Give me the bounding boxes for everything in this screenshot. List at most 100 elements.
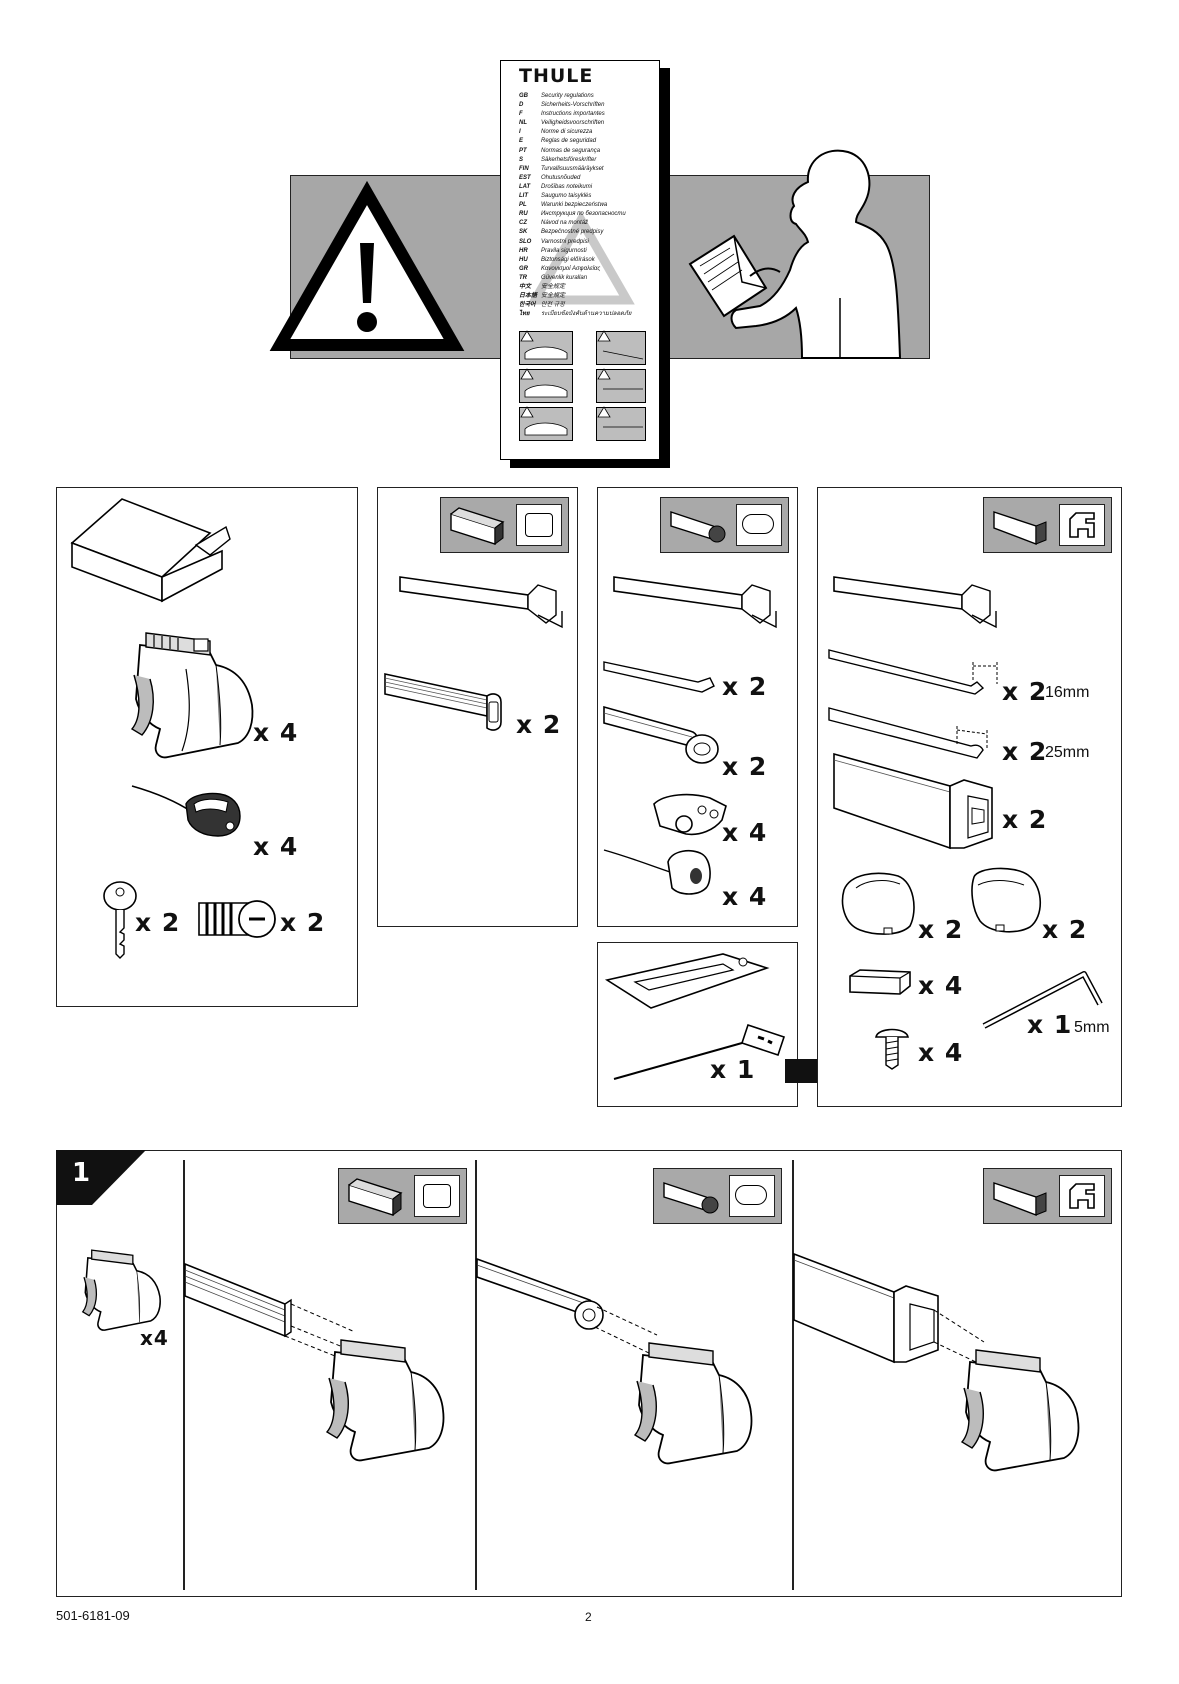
step-slide-bar-profile-icon [993, 1182, 1047, 1217]
manual-illustration-drawings [520, 330, 644, 436]
torque-tool-illustration [613, 1023, 786, 1080]
square-bar-illustration [384, 673, 502, 731]
step-number: 1 [72, 1158, 91, 1188]
step-square-section-icon [423, 1184, 451, 1208]
lock-cylinder-icon [198, 900, 276, 938]
slide-section-icon [1069, 512, 1095, 538]
manual-language-text: Ohutusnõuded [541, 174, 581, 181]
manual-language-code: GR [519, 265, 528, 272]
manual-language-code: EST [519, 174, 531, 181]
wing-section-icon [742, 514, 774, 534]
manual-language-code: ไทย [519, 311, 530, 318]
slidebar-cap-left-qty: x 2 [918, 915, 964, 944]
manual-language-text: 安全规定 [541, 283, 566, 290]
boxed-bar-illustration [399, 576, 563, 629]
slidebar-profile-badge [983, 497, 1112, 553]
slidebar-screw-qty: x 4 [918, 1038, 964, 1067]
manual-language-row: 日本語安全規定 [519, 292, 655, 301]
slidebar-strip16-size: 16mm [1045, 684, 1090, 701]
step-square-bar-profile-icon [348, 1178, 403, 1216]
manual-language-code: FIN [519, 165, 529, 172]
step-1-foot-small-illustration [81, 1249, 161, 1331]
manual-language-code: TR [519, 274, 527, 281]
manual-warning-watermark-icon [527, 210, 635, 305]
slidebar-strip16-qty: x 2 [1002, 677, 1048, 706]
step-slide-section-icon [1069, 1183, 1095, 1209]
wingbar-strip-qty: x 2 [722, 672, 768, 701]
rubber-strip-illustration [603, 661, 715, 693]
manual-language-code: GB [519, 93, 528, 99]
manual-language-text: Инструкция по безопасности [541, 211, 626, 218]
manual-language-text: Varnostni predpisi [541, 238, 589, 245]
manual-language-text: Güvenlik kuralları [541, 274, 588, 281]
slidebar-key-qty: x 1 [1027, 1010, 1073, 1039]
foot-cover-with-wire-illustration [131, 785, 241, 837]
wingbar-adapter-qty: x 4 [722, 818, 768, 847]
step-1-slidebar-badge [983, 1168, 1112, 1224]
step-1-divider-1 [183, 1160, 185, 1590]
step-1-panel [56, 1150, 1122, 1597]
step-wing-section-icon [735, 1185, 767, 1205]
manual-language-code: S [519, 156, 524, 163]
manual-language-code: 한국어 [519, 302, 536, 309]
slidebar-pad-qty: x 4 [918, 971, 964, 1000]
manual-language-text: Security regulations [541, 93, 594, 99]
manual-language-text: Veiligheidsvoorschriften [541, 120, 605, 127]
manual-language-text: 안전 규정 [541, 302, 565, 309]
manual-language-text: ระเบียบข้อบังคับด้านความปลอดภัย [541, 311, 632, 318]
wingbar-bar-qty: x 2 [722, 752, 768, 781]
slidebar-strip25-size: 25mm [1045, 744, 1090, 761]
step-wing-bar-profile-icon [663, 1182, 719, 1214]
manual-language-code: NL [519, 120, 527, 127]
manual-language-code: RU [519, 211, 528, 218]
slidebar-end-cap-right-illustration [971, 867, 1041, 933]
square-bar-profile-icon [450, 507, 505, 545]
step-1-wingbar-assembly [476, 1257, 753, 1465]
manual-language-code: LAT [519, 183, 531, 190]
step-1-divider-2 [475, 1160, 477, 1590]
step-1-foot-qty: x4 [140, 1326, 169, 1350]
manual-language-row: ไทย ระเบียบข้อบังคับด้านความปลอดภัย [519, 310, 655, 319]
slidebar-cap-right-qty: x 2 [1042, 915, 1088, 944]
manual-language-code: SLO [519, 238, 532, 245]
rubber-pad-illustration [849, 969, 911, 995]
manual-language-row: EST Ohutusnõuded [519, 174, 655, 183]
manual-language-row: 한국어 안전 규정 [519, 301, 655, 310]
manual-language-text: Bezpečnostné predpisy [541, 229, 604, 236]
wingbar-profile-badge [660, 497, 789, 553]
document-number: 501-6181-09 [56, 1608, 130, 1623]
wing-bar-illustration [603, 705, 719, 764]
lock-qty: x 2 [280, 908, 326, 937]
manual-language-text: Turvallisuusmääräykset [541, 165, 604, 172]
manual-language-row: TR Güvenlik kuralları [519, 274, 655, 283]
packaging-box-illustration [70, 498, 231, 603]
slidebar-bar-qty: x 2 [1002, 805, 1048, 834]
manual-language-text: Biztonsági előírások [541, 256, 595, 263]
slide-bar-illustration [833, 752, 993, 850]
manual-brand: THULE [519, 65, 594, 87]
manual-language-row: GB Security regulations [519, 92, 655, 101]
manual-language-code: PL [519, 202, 527, 209]
manual-language-text: 安全規定 [541, 293, 566, 300]
manual-language-code: HR [519, 247, 528, 254]
step-1-slidebar-assembly [793, 1252, 1080, 1472]
manual-language-text: Reglas de seguridad [541, 138, 597, 145]
squarebar-profile-badge [440, 497, 569, 553]
step-1-squarebar-badge [338, 1168, 467, 1224]
manual-language-code: D [519, 102, 524, 109]
manual-language-row: 中文安全规定 [519, 283, 655, 292]
manual-language-code: I [519, 129, 521, 136]
